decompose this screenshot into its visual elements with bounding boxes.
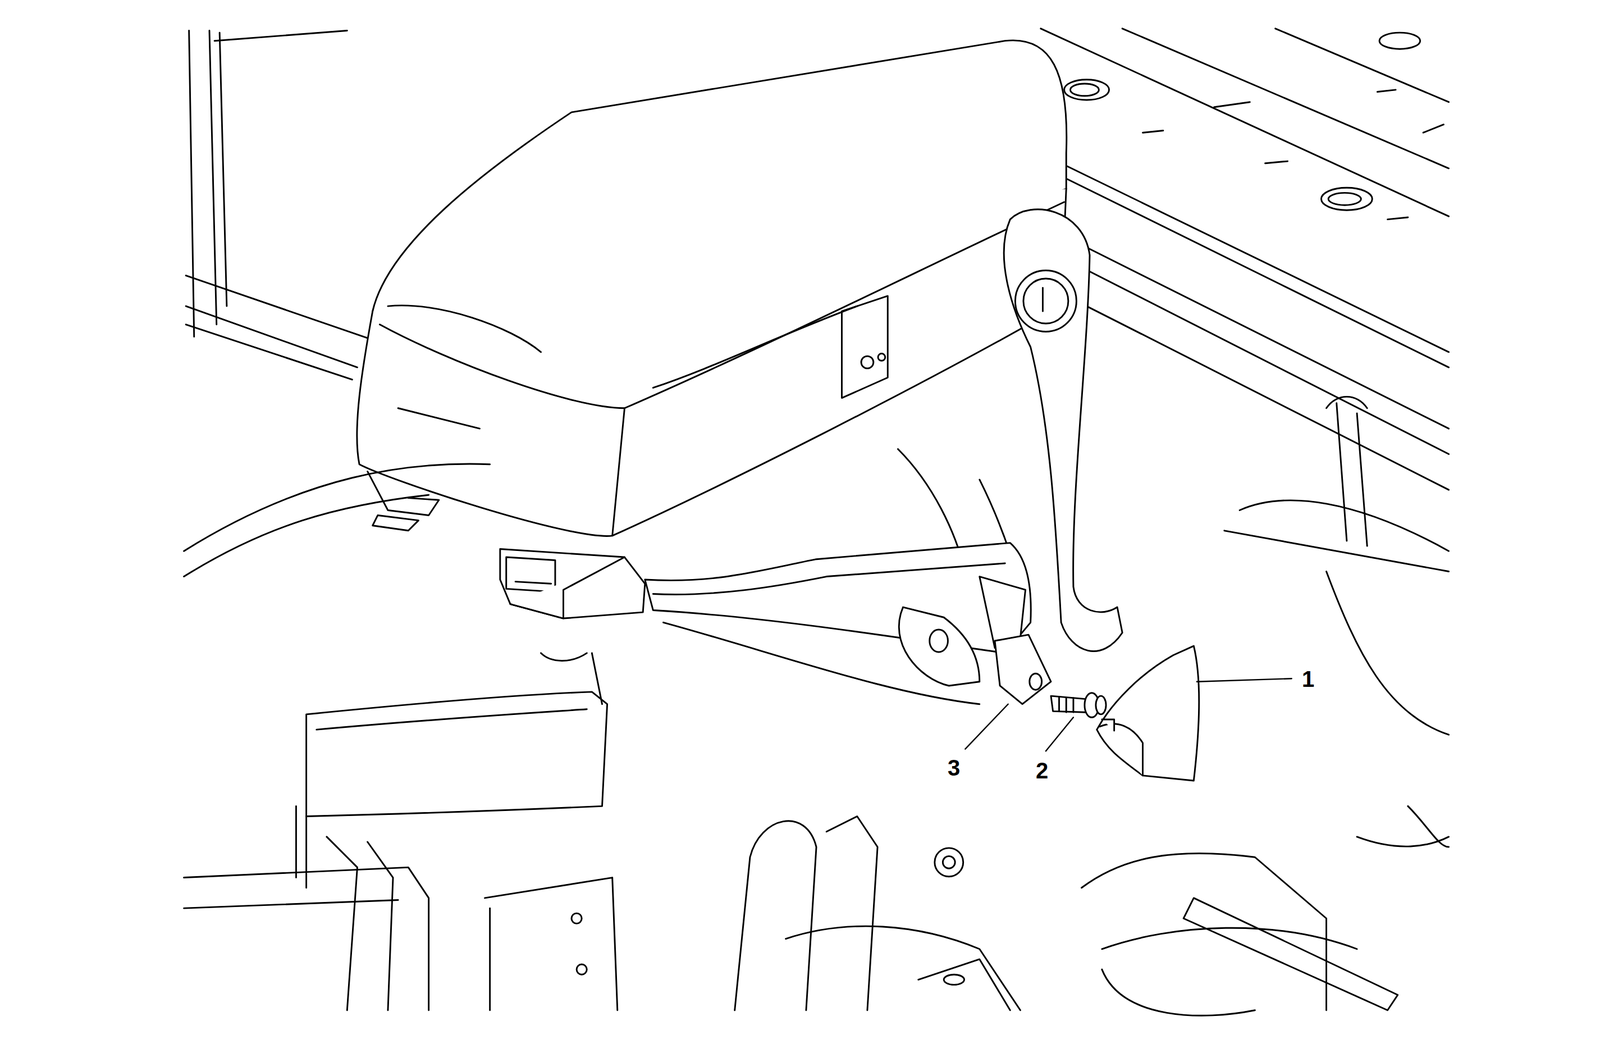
side-panel — [1081, 244, 1449, 847]
cargo-floor — [1040, 28, 1449, 368]
leader-line — [1045, 716, 1074, 751]
leader-line — [1196, 678, 1292, 681]
anchor-bolt — [1050, 692, 1106, 718]
leader-lines — [965, 678, 1292, 751]
trim-cover — [1096, 645, 1200, 781]
armrest — [357, 40, 1067, 537]
rear-frame — [185, 30, 370, 380]
callout-number: 2 — [1033, 757, 1051, 783]
underbody — [184, 816, 1449, 1016]
leader-line — [965, 704, 1008, 749]
callout-number: 1 — [1299, 666, 1317, 692]
callout-number: 3 — [945, 755, 963, 780]
anchor-plate — [898, 606, 1051, 704]
